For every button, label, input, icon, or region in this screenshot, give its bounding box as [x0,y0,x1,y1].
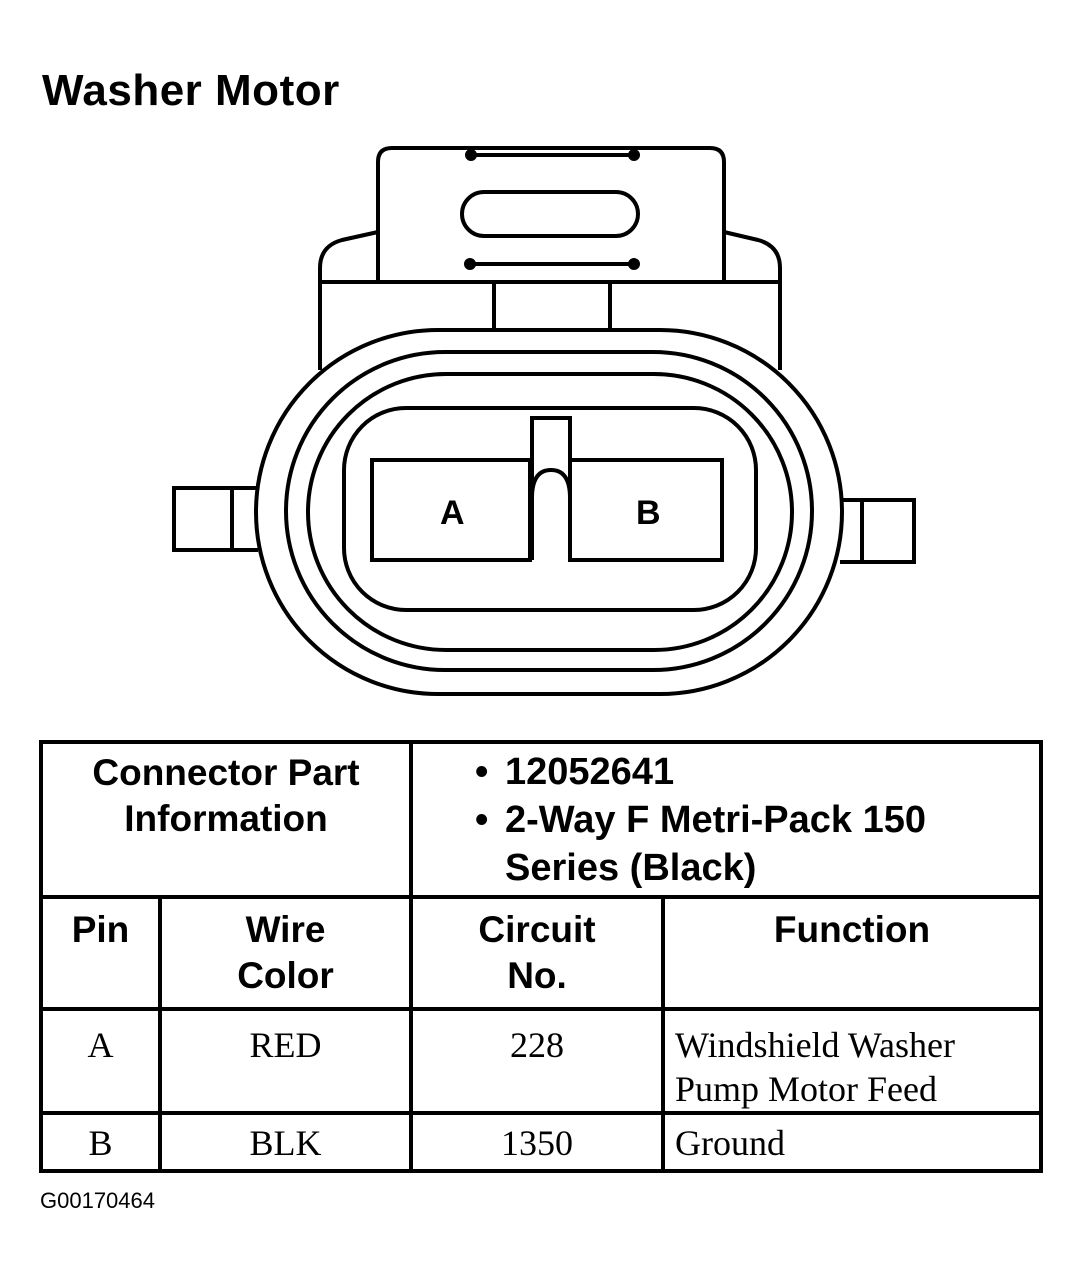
part-info-label-line2: Information [124,798,328,839]
polarization-key [530,416,572,560]
header-wire-color: Wire Color [157,895,414,1011]
row-b-circuit: 1350 [409,1111,666,1173]
bullet-icon: • [475,799,489,841]
right-shoulder [723,230,782,370]
table-row: A RED 228 Windshield Washer Pump Motor F… [39,1007,1044,1115]
tab-slot [460,190,640,238]
header-circuit-no: Circuit No. [409,895,666,1011]
connector-face-diagram: A B [172,146,916,696]
part-desc-line2: Series (Black) [505,847,757,889]
connector-inner-ring [306,372,794,652]
row-a-wire-color: RED [157,1007,414,1115]
part-number: 12052641 [505,751,675,793]
pin-label-a: A [440,494,465,532]
row-b-pin: B [39,1111,162,1173]
row-a-function: Windshield Washer Pump Motor Feed [661,1007,1044,1115]
figure-code: G00170464 [40,1188,155,1213]
header-function: Function [661,895,1044,1011]
header-row: Pin Wire Color Circuit No. Function [39,895,1044,1011]
part-info-value-cell: • 12052641 • 2-Way F Metri-Pack 150 Series… [409,740,1044,899]
connector-outer-shell [254,328,844,696]
right-ear [840,498,916,564]
part-info-label-cell: Connector Part Information [38,740,414,899]
part-info-row: Connector Part Information • 12052641 • 2-… [38,740,1044,899]
connector-info-table: Connector Part Information • 12052641 • 2-… [38,740,1044,1173]
bullet-icon: • [475,751,489,793]
row-a-circuit: 228 [409,1007,666,1115]
connector-seal-ring [284,350,814,672]
connector-cavity [342,406,758,612]
part-desc-line1: 2-Way F Metri-Pack 150 [505,799,927,841]
part-info-label-line1: Connector Part [92,752,360,793]
row-b-function: Ground [661,1111,1044,1173]
row-b-wire-color: BLK [157,1111,414,1173]
locking-tab [376,146,726,282]
left-ear [172,486,258,552]
header-pin: Pin [39,895,162,1011]
pin-label-b: B [636,494,661,532]
left-shoulder [318,230,379,370]
row-a-pin: A [39,1007,162,1115]
page-title: Washer Motor [42,66,340,115]
table-row: B BLK 1350 Ground [39,1111,1044,1173]
